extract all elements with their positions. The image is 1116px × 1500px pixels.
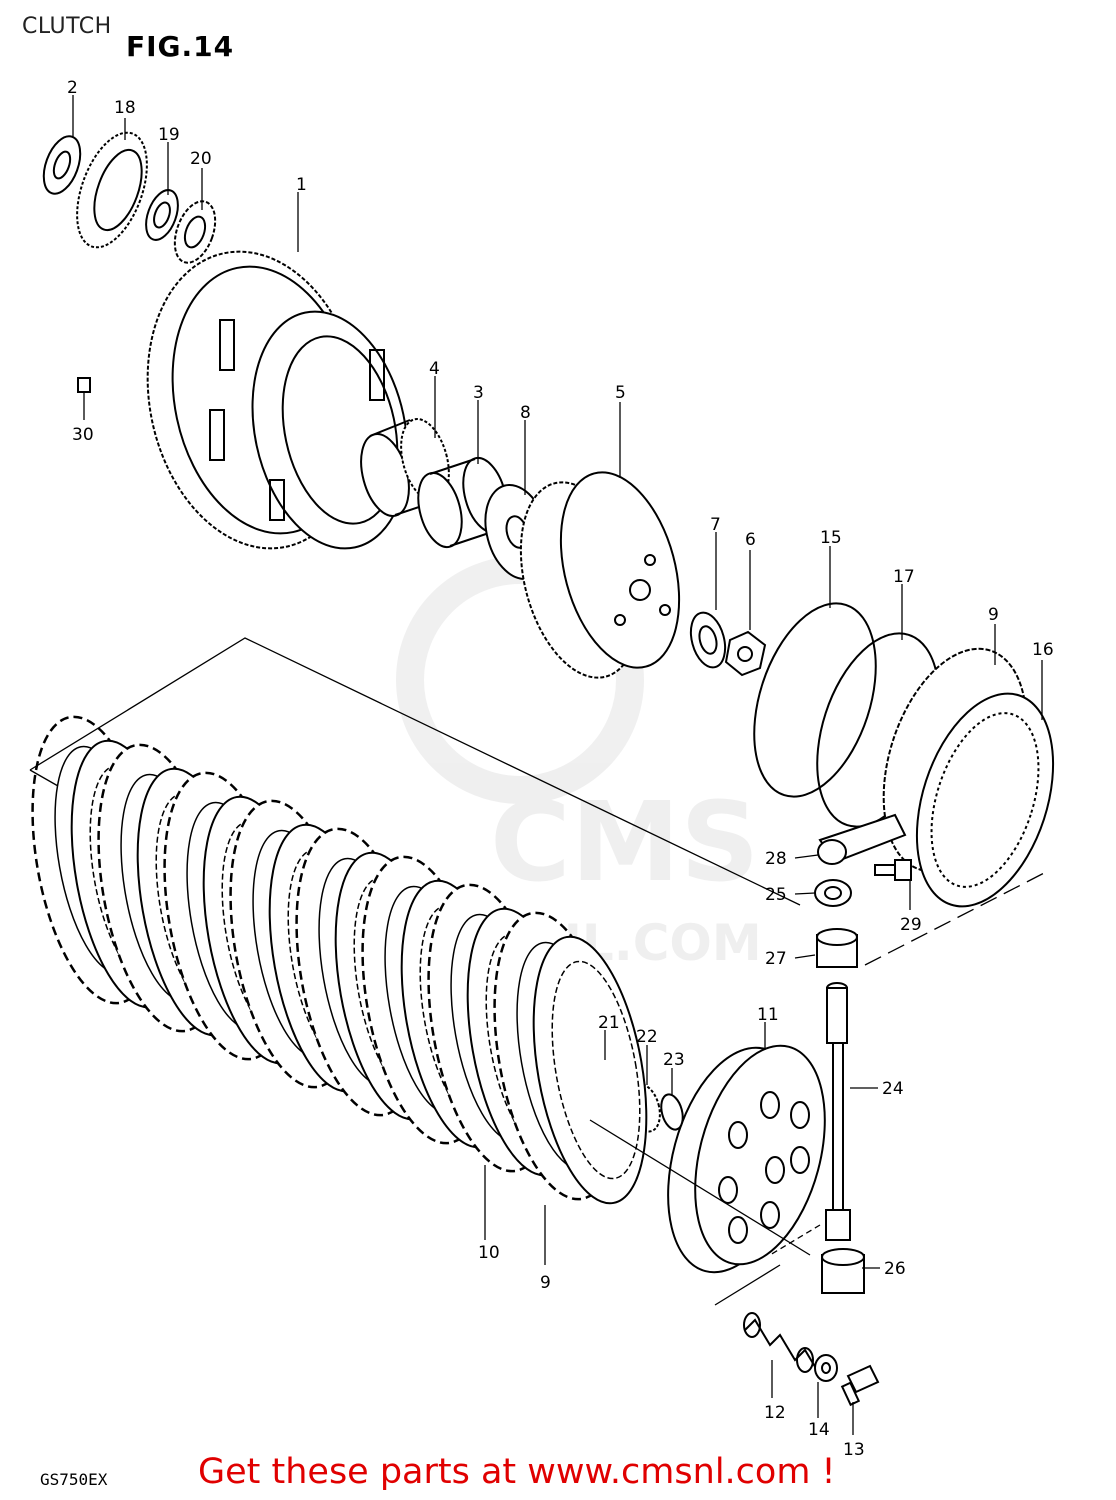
callout-3: 3: [473, 383, 484, 403]
callout-18: 18: [114, 98, 136, 118]
callout-20: 20: [190, 149, 212, 169]
callout-11: 11: [757, 1005, 779, 1025]
part-27-bearing: [816, 928, 858, 968]
callout-2: 2: [67, 78, 78, 98]
part-23-washer: [660, 1093, 684, 1131]
part-19-spacer: [145, 189, 179, 241]
callout-9-right: 9: [988, 605, 999, 625]
part-24-push-rod: [825, 982, 851, 1241]
part-28-release-arm: [817, 813, 907, 865]
callout-28: 28: [765, 849, 787, 869]
part-13-bolt: [840, 1364, 880, 1407]
callout-30: 30: [72, 425, 94, 445]
callout-10: 10: [478, 1243, 500, 1263]
callout-12: 12: [764, 1403, 786, 1423]
callout-13: 13: [843, 1440, 865, 1460]
part-14-washer: [814, 1354, 838, 1382]
part-6-nut: [724, 630, 767, 677]
part-2-washer: [42, 135, 82, 195]
callout-6: 6: [745, 530, 756, 550]
part-7-lock-washer: [689, 611, 727, 669]
part-11-pressure-plate: [667, 1044, 826, 1274]
get-parts-link[interactable]: Get these parts at www.cmsnl.com !: [198, 1452, 836, 1492]
callout-24: 24: [882, 1079, 904, 1099]
callout-25: 25: [765, 885, 787, 905]
callout-labels: 1 2 3 4 5 6 7 8 9 9 10 11 12 13 14 15 16…: [67, 78, 1054, 1460]
callout-7: 7: [710, 515, 721, 535]
part-29-bolt: [874, 859, 912, 881]
part-26-bearing: [821, 1248, 865, 1294]
callout-17: 17: [893, 567, 915, 587]
callout-5: 5: [615, 383, 626, 403]
part-15-wire-ring: [753, 602, 877, 798]
callout-27: 27: [765, 949, 787, 969]
watermark-text: CMS: [490, 778, 759, 906]
assembly-guide-lines: [29, 637, 1051, 1306]
callout-15: 15: [820, 528, 842, 548]
page-title: CLUTCH: [22, 14, 112, 39]
part-1-clutch-housing: [146, 250, 409, 550]
plate-inner-edge: [551, 960, 641, 1180]
part-16-plate: [915, 692, 1055, 908]
callout-29: 29: [900, 915, 922, 935]
figure-label: FIG.14: [126, 30, 235, 63]
part-30-pin: [77, 377, 91, 393]
callout-1: 1: [296, 175, 307, 195]
callout-23: 23: [663, 1050, 685, 1070]
part-18-gear: [76, 131, 148, 249]
callout-9-bottom: 9: [540, 1273, 551, 1293]
model-code: GS750EX: [40, 1470, 108, 1489]
callout-14: 14: [808, 1420, 830, 1440]
leader-lines: [72, 95, 1043, 1435]
callout-26: 26: [884, 1259, 906, 1279]
callout-22: 22: [636, 1027, 658, 1047]
part-5-clutch-hub: [519, 471, 681, 679]
callout-16: 16: [1032, 640, 1054, 660]
callout-19: 19: [158, 125, 180, 145]
callout-4: 4: [429, 359, 440, 379]
callout-8: 8: [520, 403, 531, 423]
part-20-bearing: [173, 200, 217, 264]
callout-21: 21: [598, 1013, 620, 1033]
clutch-plate-stack: [31, 715, 648, 1205]
part-25-bearing: [814, 879, 852, 907]
